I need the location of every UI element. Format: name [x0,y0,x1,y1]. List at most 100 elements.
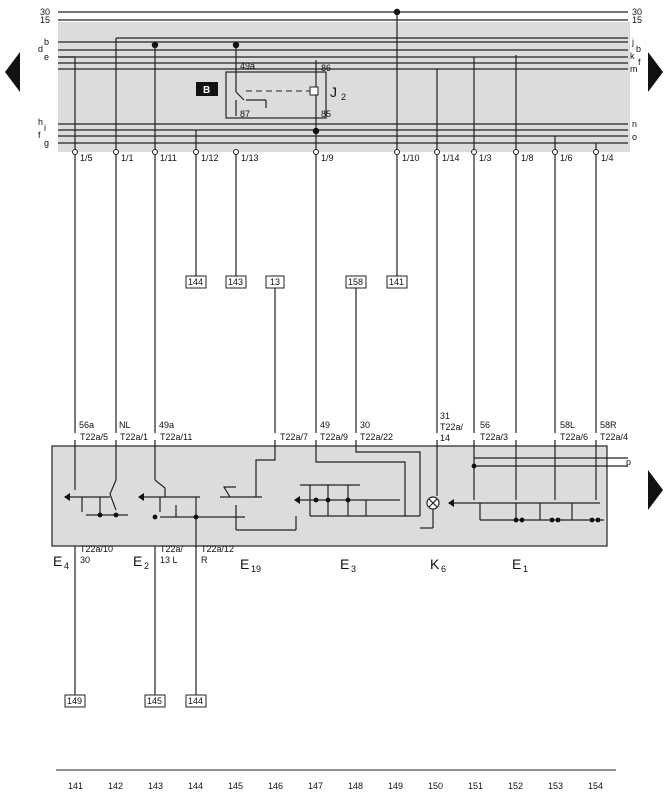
component-e2: E [133,553,142,569]
svg-text:141: 141 [68,781,83,791]
svg-text:146: 146 [268,781,283,791]
bus-label-left: f [38,130,41,140]
svg-text:149: 149 [67,696,82,706]
relay-pin-86: 86 [321,63,331,73]
connector-label: 1/11 [160,153,177,163]
ref-box[interactable]: 149 [64,694,86,708]
svg-text:T22a/5: T22a/5 [80,432,108,442]
ref-box[interactable]: 141 [386,275,408,289]
svg-text:151: 151 [468,781,483,791]
connector-label: 1/6 [560,153,573,163]
bus-label-left: d [38,44,43,54]
bus-label-right: f [638,57,641,67]
svg-text:T22a/1: T22a/1 [120,432,148,442]
svg-text:31: 31 [440,411,450,421]
ref-box[interactable]: 158 [345,275,367,289]
svg-text:19: 19 [251,564,261,574]
bus-labels-right: 30 15 j b k f m n o [630,7,642,142]
bus-drop-wires [60,12,628,150]
svg-text:NL: NL [119,420,131,430]
svg-text:145: 145 [147,696,162,706]
connector-label: 1/10 [402,153,420,163]
svg-text:13 L: 13 L [160,555,178,565]
right-page-arrow-icon-bottom[interactable] [648,470,663,510]
svg-text:R: R [201,555,208,565]
component-e1: E [512,556,521,572]
connector-label: 1/14 [442,153,460,163]
switch-panel [51,445,608,547]
component-k6: K [430,556,440,572]
svg-text:6: 6 [441,564,446,574]
ref-box[interactable]: 145 [144,694,166,708]
junction-dot [232,41,240,49]
bus-label-left: i [44,123,46,133]
bus-lines [58,11,628,144]
bus-label-right: n [632,119,637,129]
connector-label: 1/5 [80,153,93,163]
svg-text:30: 30 [80,555,90,565]
connector-label: 1/12 [201,153,219,163]
svg-text:56a: 56a [79,420,94,430]
svg-text:142: 142 [108,781,123,791]
svg-text:T22a/: T22a/ [160,544,184,554]
svg-text:3: 3 [351,564,356,574]
svg-text:150: 150 [428,781,443,791]
ref-box[interactable]: 144 [185,275,207,289]
left-page-arrow-icon-lower[interactable] [5,72,20,92]
svg-text:144: 144 [188,781,203,791]
bus-label-left: g [44,138,49,148]
bus-label-right: k [630,51,635,61]
svg-text:T22a/6: T22a/6 [560,432,588,442]
svg-text:153: 153 [548,781,563,791]
component-e3: E [340,556,349,572]
svg-text:149: 149 [388,781,403,791]
terminal-labels-mid: 56a T22a/5 NL T22a/1 49a T22a/11 T22a/7 … [79,411,628,443]
ref-box[interactable]: 144 [185,694,207,708]
svg-text:141: 141 [389,277,404,287]
svg-text:143: 143 [148,781,163,791]
track-numbers: 141 142 143 144 145 146 147 148 149 150 … [68,781,603,791]
svg-text:158: 158 [348,277,363,287]
relay-j2: B J 2 49a 86 87 85 [196,46,346,150]
component-e4: E [53,553,62,569]
svg-text:T22a/: T22a/ [440,422,464,432]
connector-row-top: 1/5 1/1 1/11 1/12 1/13 1/9 1/10 1/14 1/3… [72,149,614,163]
svg-text:13: 13 [270,277,280,287]
svg-text:49a: 49a [159,420,174,430]
component-e19: E [240,556,249,572]
bus-label-left: h [38,117,43,127]
svg-text:58L: 58L [560,420,575,430]
svg-text:T22a/9: T22a/9 [320,432,348,442]
ref-box[interactable]: 143 [225,275,247,289]
svg-text:T22a/22: T22a/22 [360,432,393,442]
right-page-arrow-icon-top[interactable] [648,52,663,92]
svg-text:T22a/10: T22a/10 [80,544,113,554]
svg-text:2: 2 [144,561,149,571]
bus-label-right: m [630,64,638,74]
svg-text:30: 30 [360,420,370,430]
panel-junction-dots [97,463,601,523]
svg-text:144: 144 [188,696,203,706]
connector-label: 1/9 [321,153,334,163]
svg-text:T22a/4: T22a/4 [600,432,628,442]
svg-text:56: 56 [480,420,490,430]
relay-badge [196,82,218,96]
svg-text:T22a/11: T22a/11 [160,432,192,442]
svg-text:147: 147 [308,781,323,791]
svg-text:4: 4 [64,561,69,571]
svg-text:49: 49 [320,420,330,430]
component-labels: E 4 E 2 E 19 E 3 K 6 E 1 [53,553,528,574]
bus-label-left: b [44,37,49,47]
bus-label-right: b [636,44,641,54]
ref-box[interactable]: 13 [265,275,285,289]
relay-label-sub: 2 [341,92,346,102]
left-page-arrow-icon[interactable] [5,52,20,72]
svg-text:1: 1 [523,564,528,574]
connector-label: 1/4 [601,153,614,163]
svg-text:143: 143 [228,277,243,287]
vertical-wires [74,155,597,433]
bus-label-left: 15 [40,15,50,25]
bus-labels-left: 30 15 b d e h i f g [38,7,50,148]
svg-text:T22a/7: T22a/7 [280,432,308,442]
